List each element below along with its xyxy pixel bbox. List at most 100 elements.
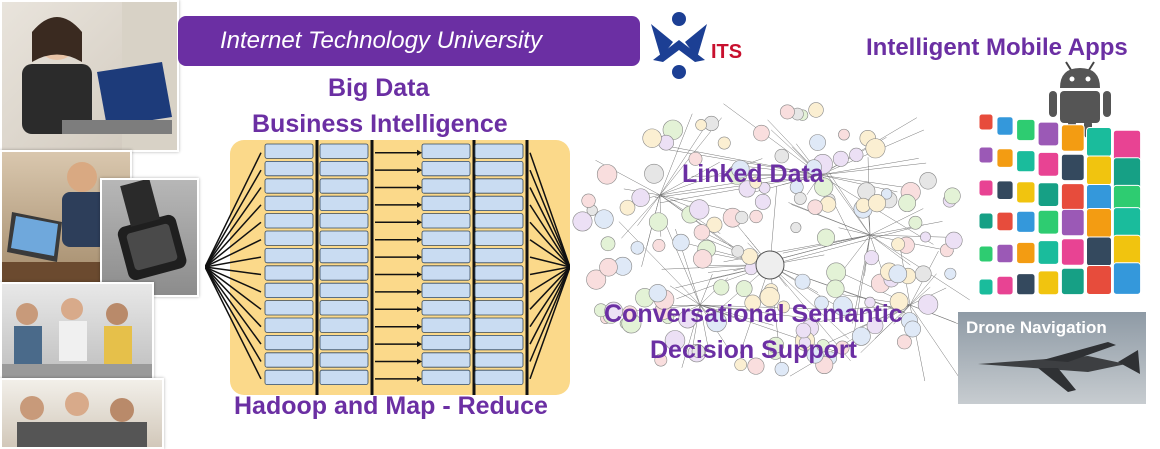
map-cell (320, 214, 368, 228)
map-cell (475, 301, 523, 315)
graph-node (732, 245, 744, 257)
map-cell (475, 266, 523, 280)
app-icon (1061, 239, 1084, 265)
app-icon (997, 117, 1013, 136)
graph-node (599, 258, 617, 276)
app-icon (1113, 263, 1140, 295)
graph-node (595, 210, 614, 229)
map-cell (265, 301, 313, 315)
graph-node (794, 192, 806, 204)
graph-node (597, 164, 617, 184)
graph-edge (870, 235, 950, 237)
map-cell (320, 283, 368, 297)
drone-navigation-photo: Drone Navigation (958, 312, 1146, 404)
map-cell (320, 161, 368, 175)
label-hadoop-map-reduce: Hadoop and Map - Reduce (234, 392, 548, 421)
app-icon (1038, 271, 1059, 295)
app-icon (1038, 241, 1059, 265)
map-cell (265, 353, 313, 367)
map-cell (422, 301, 470, 315)
graph-node (827, 263, 846, 282)
graph-node (808, 200, 823, 215)
label-business-intelligence: Business Intelligence (252, 110, 508, 139)
app-icon (1061, 184, 1084, 210)
graph-node (754, 125, 770, 141)
map-cell (265, 161, 313, 175)
map-cell (265, 318, 313, 332)
app-icon (1113, 208, 1140, 240)
map-cell (475, 179, 523, 193)
photo-students-group (0, 378, 164, 449)
app-icon (1017, 274, 1035, 295)
map-cell (320, 231, 368, 245)
graph-node (909, 216, 922, 229)
its-logo-icon: ITS (643, 10, 753, 80)
graph-node (945, 232, 962, 249)
app-icon (979, 147, 993, 163)
map-cell (320, 248, 368, 262)
app-icon (1038, 183, 1059, 207)
map-cell (320, 144, 368, 158)
graph-edge (870, 221, 943, 235)
map-cell (475, 196, 523, 210)
label-intelligent-mobile-apps: Intelligent Mobile Apps (866, 34, 1128, 62)
app-icon (979, 213, 993, 229)
its-logo-text: ITS (711, 41, 742, 63)
graph-edge (910, 305, 959, 378)
map-cell (265, 248, 313, 262)
map-cell (265, 144, 313, 158)
smartwatch-illustration (102, 180, 197, 295)
map-cell (475, 231, 523, 245)
map-cell (265, 283, 313, 297)
map-cell (265, 179, 313, 193)
graph-node (817, 229, 834, 246)
map-cell (475, 318, 523, 332)
app-icon (1113, 235, 1140, 267)
graph-node (694, 225, 710, 241)
map-cell (422, 370, 470, 384)
graph-node (649, 213, 667, 231)
graph-node (809, 103, 824, 118)
graph-node (827, 280, 845, 298)
graph-node (718, 137, 730, 149)
map-reduce-diagram (205, 140, 570, 395)
map-cell (422, 266, 470, 280)
graph-node (780, 105, 794, 119)
app-icon (1087, 156, 1112, 185)
label-conversational-semantic: Conversational Semantic (604, 300, 903, 329)
graph-node (856, 198, 870, 212)
map-cell (422, 196, 470, 210)
map-cell (475, 370, 523, 384)
graph-node (631, 241, 644, 254)
graph-node (850, 148, 864, 162)
photo-woman-laptop (0, 0, 179, 152)
graph-node (833, 151, 848, 166)
map-cell (475, 283, 523, 297)
app-icon (979, 180, 993, 196)
graph-node (920, 232, 930, 242)
photo-smartwatch (100, 178, 199, 297)
graph-node (820, 197, 836, 213)
graph-node (889, 265, 907, 283)
map-cell (422, 214, 470, 228)
graph-node (696, 119, 707, 130)
app-icon (1087, 237, 1112, 266)
map-cell (265, 196, 313, 210)
app-icon (1017, 182, 1035, 203)
graph-node (736, 281, 752, 297)
graph-node (905, 321, 921, 337)
graph-node (632, 189, 650, 207)
app-icon (1087, 209, 1112, 238)
app-icon (1087, 266, 1112, 295)
map-cell (422, 318, 470, 332)
app-icon (1017, 151, 1035, 172)
app-icon (1061, 268, 1084, 294)
map-cell (320, 318, 368, 332)
map-cell (320, 335, 368, 349)
app-icon (997, 149, 1013, 168)
label-decision-support: Decision Support (650, 336, 857, 365)
graph-node (653, 239, 665, 251)
map-cell (320, 196, 368, 210)
map-cell (265, 214, 313, 228)
app-icon (979, 279, 993, 295)
